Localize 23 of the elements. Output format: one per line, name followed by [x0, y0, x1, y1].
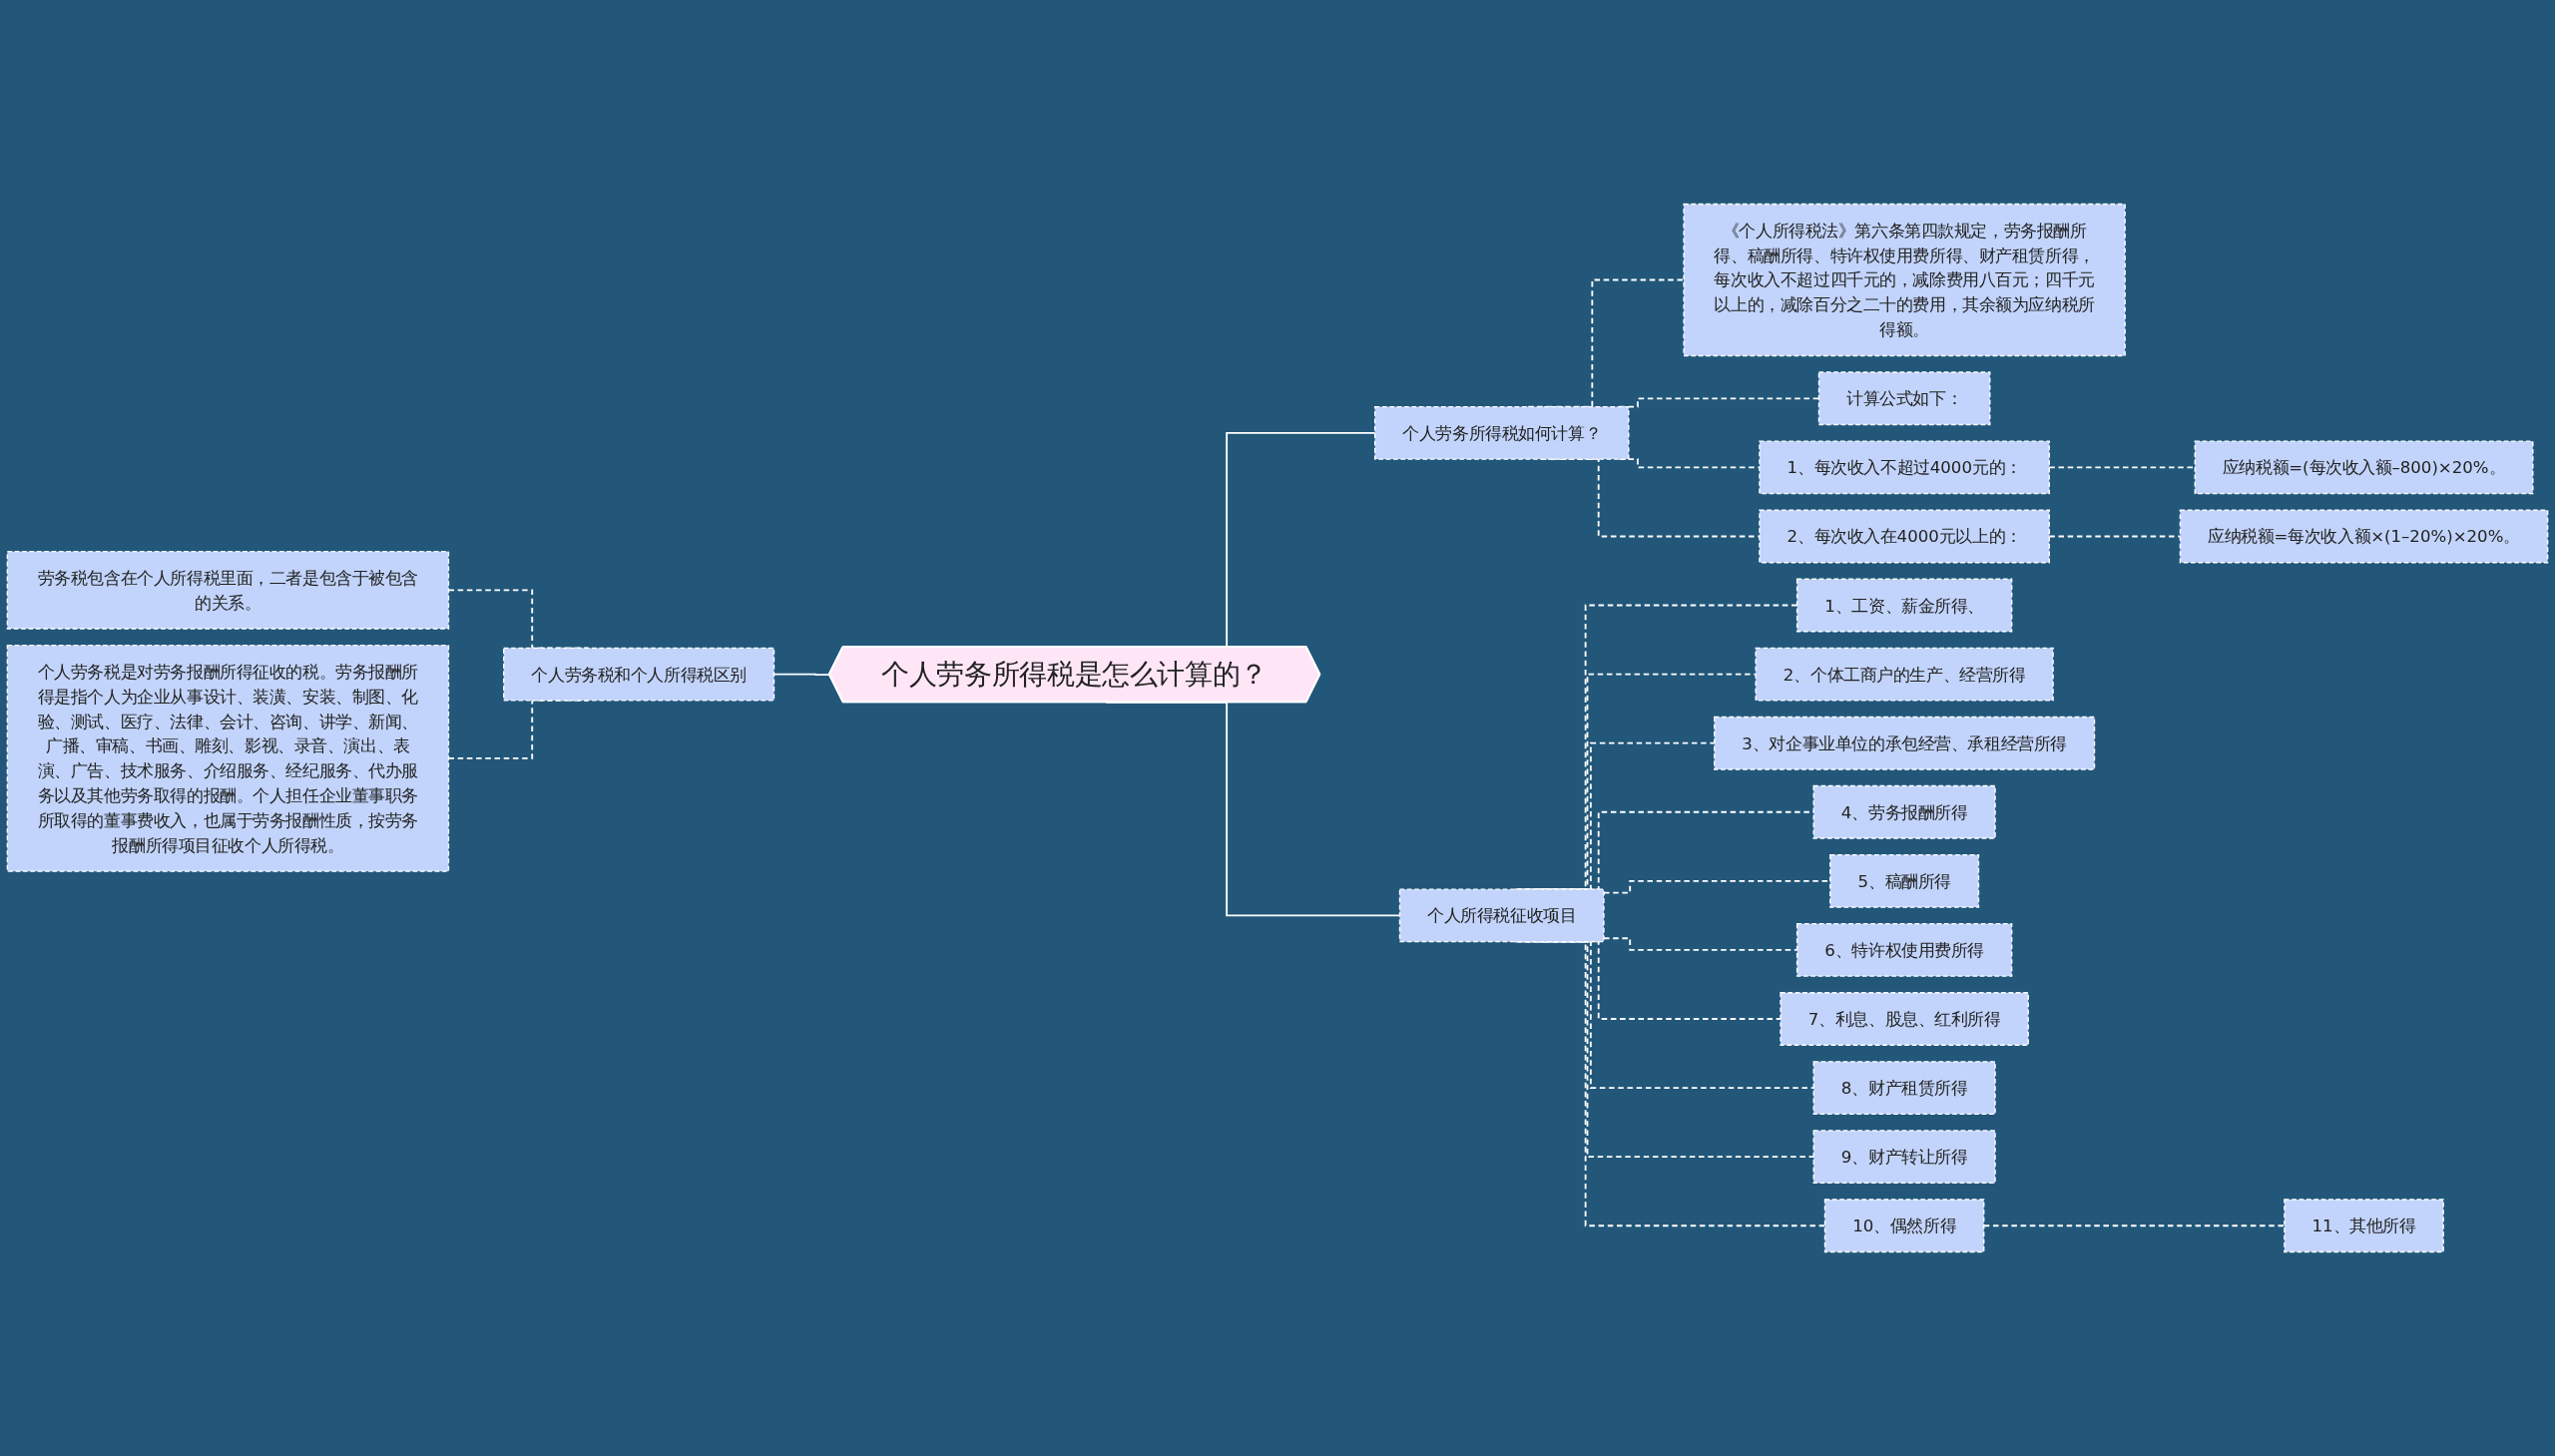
node-box: 2、每次收入在4000元以上的：: [1759, 509, 2050, 564]
node-box: 8、财产租赁所得: [1812, 1061, 1996, 1115]
node-box: 4、劳务报酬所得: [1812, 784, 1996, 839]
node-box: 个人劳务税和个人所得税区别: [503, 647, 775, 702]
node-box: 2、个体工商户的生产、经营所得: [1755, 647, 2054, 702]
node-box: 3、对企事业单位的承包经营、承租经营所得: [1714, 716, 2096, 770]
node-box: 7、利息、股息、红利所得: [1780, 992, 2029, 1046]
node-box: 个人所得税征收项目: [1398, 888, 1605, 943]
node-box: 10、偶然所得: [1823, 1199, 1985, 1253]
node-box: 计算公式如下：: [1817, 371, 1991, 426]
node-box: 应纳税额=(每次收入额–800)×20%。: [2194, 440, 2534, 495]
node-box: 劳务税包含在个人所得税里面，二者是包含于被包含的关系。: [6, 550, 450, 630]
node-box: 《个人所得税法》第六条第四款规定，劳务报酬所得、稿酬所得、特许权使用费所得、财产租赁所得，每次收入不超过四千元的，减除费用八百元；四千元以上的，减除百分之二十的费用，其余额为应纳税所得额。: [1683, 203, 2126, 357]
node-box: 5、稿酬所得: [1829, 853, 1980, 908]
node-box: 11、其他所得: [2284, 1199, 2444, 1253]
node-box: 应纳税额=每次收入额×(1–20%)×20%。: [2179, 509, 2549, 564]
node-box: 6、特许权使用费所得: [1795, 923, 2013, 977]
node-box: 1、工资、薪金所得、: [1795, 578, 2013, 633]
node-box: 9、财产转让所得: [1812, 1130, 1996, 1185]
node-box: 1、每次收入不超过4000元的：: [1759, 440, 2050, 495]
connector: [2048, 535, 2182, 538]
node-box: 个人劳务税是对劳务报酬所得征收的税。劳务报酬所得是指个人为企业从事设计、装潢、安装、制图、化验、测试、医疗、法律、会计、咨询、讲学、新闻、广播、审稿、书画、雕刻、影视、录音、演出、表演、广告、技术服务、介绍服务、经纪服务、代办服务以及其他劳务取得的报酬。个人担任企业董事职务所取得的董事费收入，也属于劳务报酬性质，按劳务报酬所得项目征收个人所得税。: [6, 644, 450, 872]
node-box: 个人劳务所得税如何计算？: [1373, 405, 1630, 460]
